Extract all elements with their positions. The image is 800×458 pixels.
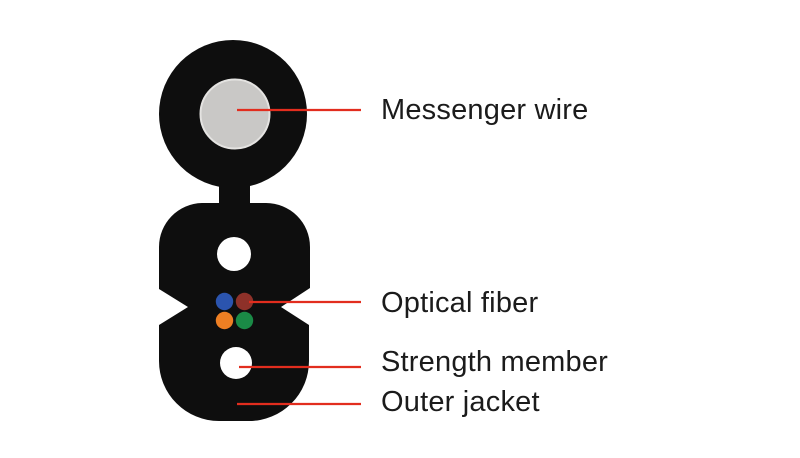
strength-member-hole-lower <box>220 347 252 379</box>
label-messenger-wire: Messenger wire <box>381 94 589 126</box>
optical-fiber-orange <box>215 311 234 330</box>
label-optical-fiber: Optical fiber <box>381 287 539 319</box>
messenger-wire-core <box>199 78 271 150</box>
optical-fiber-blue <box>215 292 234 311</box>
label-strength-member: Strength member <box>381 346 609 378</box>
optical-fiber-brown <box>235 292 254 311</box>
outer-jacket-body <box>158 203 310 421</box>
strength-member-hole-upper <box>217 237 251 271</box>
optical-fiber-green <box>235 311 254 330</box>
label-outer-jacket: Outer jacket <box>381 386 540 418</box>
